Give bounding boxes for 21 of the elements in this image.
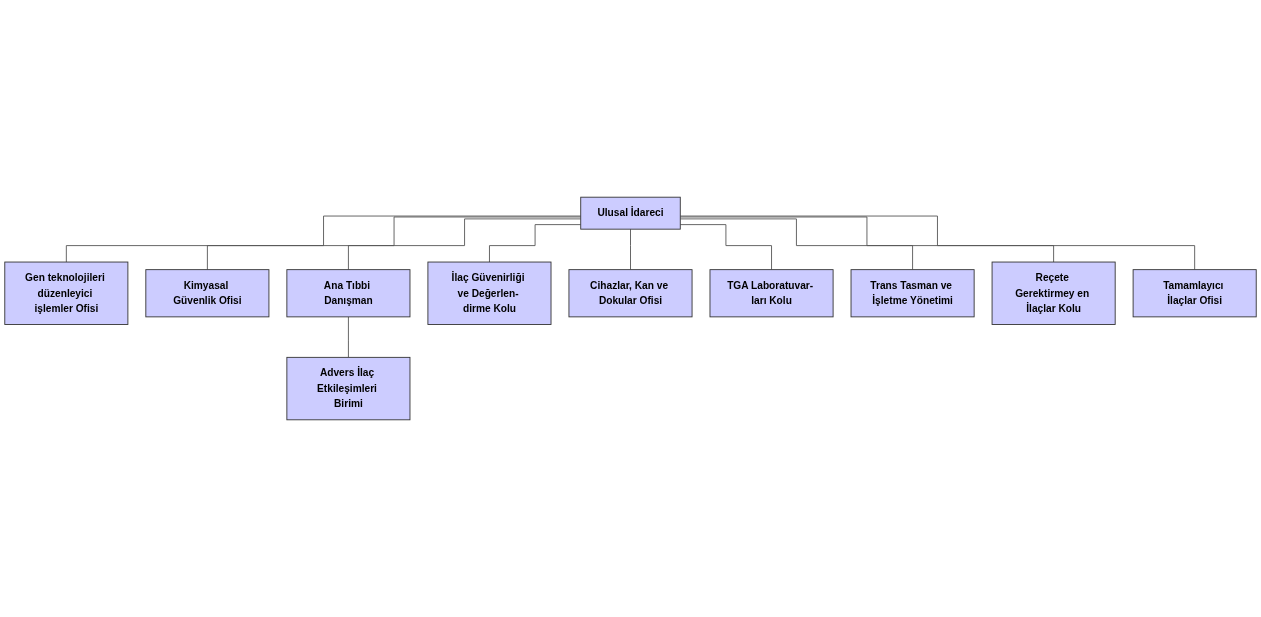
node-box: Cihazlar, Kan ve Dokular Ofisi (568, 269, 693, 318)
connector (206, 216, 582, 271)
connector (65, 215, 582, 263)
connector (347, 316, 349, 358)
connector (679, 224, 772, 271)
node-box: Ulusal İdareci (580, 196, 681, 230)
connector (679, 218, 914, 271)
node-box: Reçete Gerektirmey en İlaçlar Kolu (991, 261, 1116, 325)
node-box: Trans Tasman ve İşletme Yönetimi (850, 269, 975, 318)
node-box: Tamamlayıcı İlaçlar Ofisi (1132, 269, 1257, 318)
node-box: TGA Laboratuvar- ları Kolu (709, 269, 834, 318)
node-box: Kimyasal Güvenlik Ofisi (145, 269, 270, 318)
connector (679, 215, 1196, 271)
connector (347, 218, 582, 271)
connector (679, 216, 1055, 263)
node-box: İlaç Güvenirliği ve Değerlen- dirme Kolu (427, 261, 552, 325)
connector (630, 228, 631, 271)
node-box: Ana Tıbbi Danışman (286, 269, 411, 318)
node-box: Gen teknolojileri düzenleyici işlemler Ofisi (4, 261, 129, 325)
node-box: Advers İlaç Etkileşimleri Birimi (286, 356, 411, 421)
connector (489, 224, 582, 263)
